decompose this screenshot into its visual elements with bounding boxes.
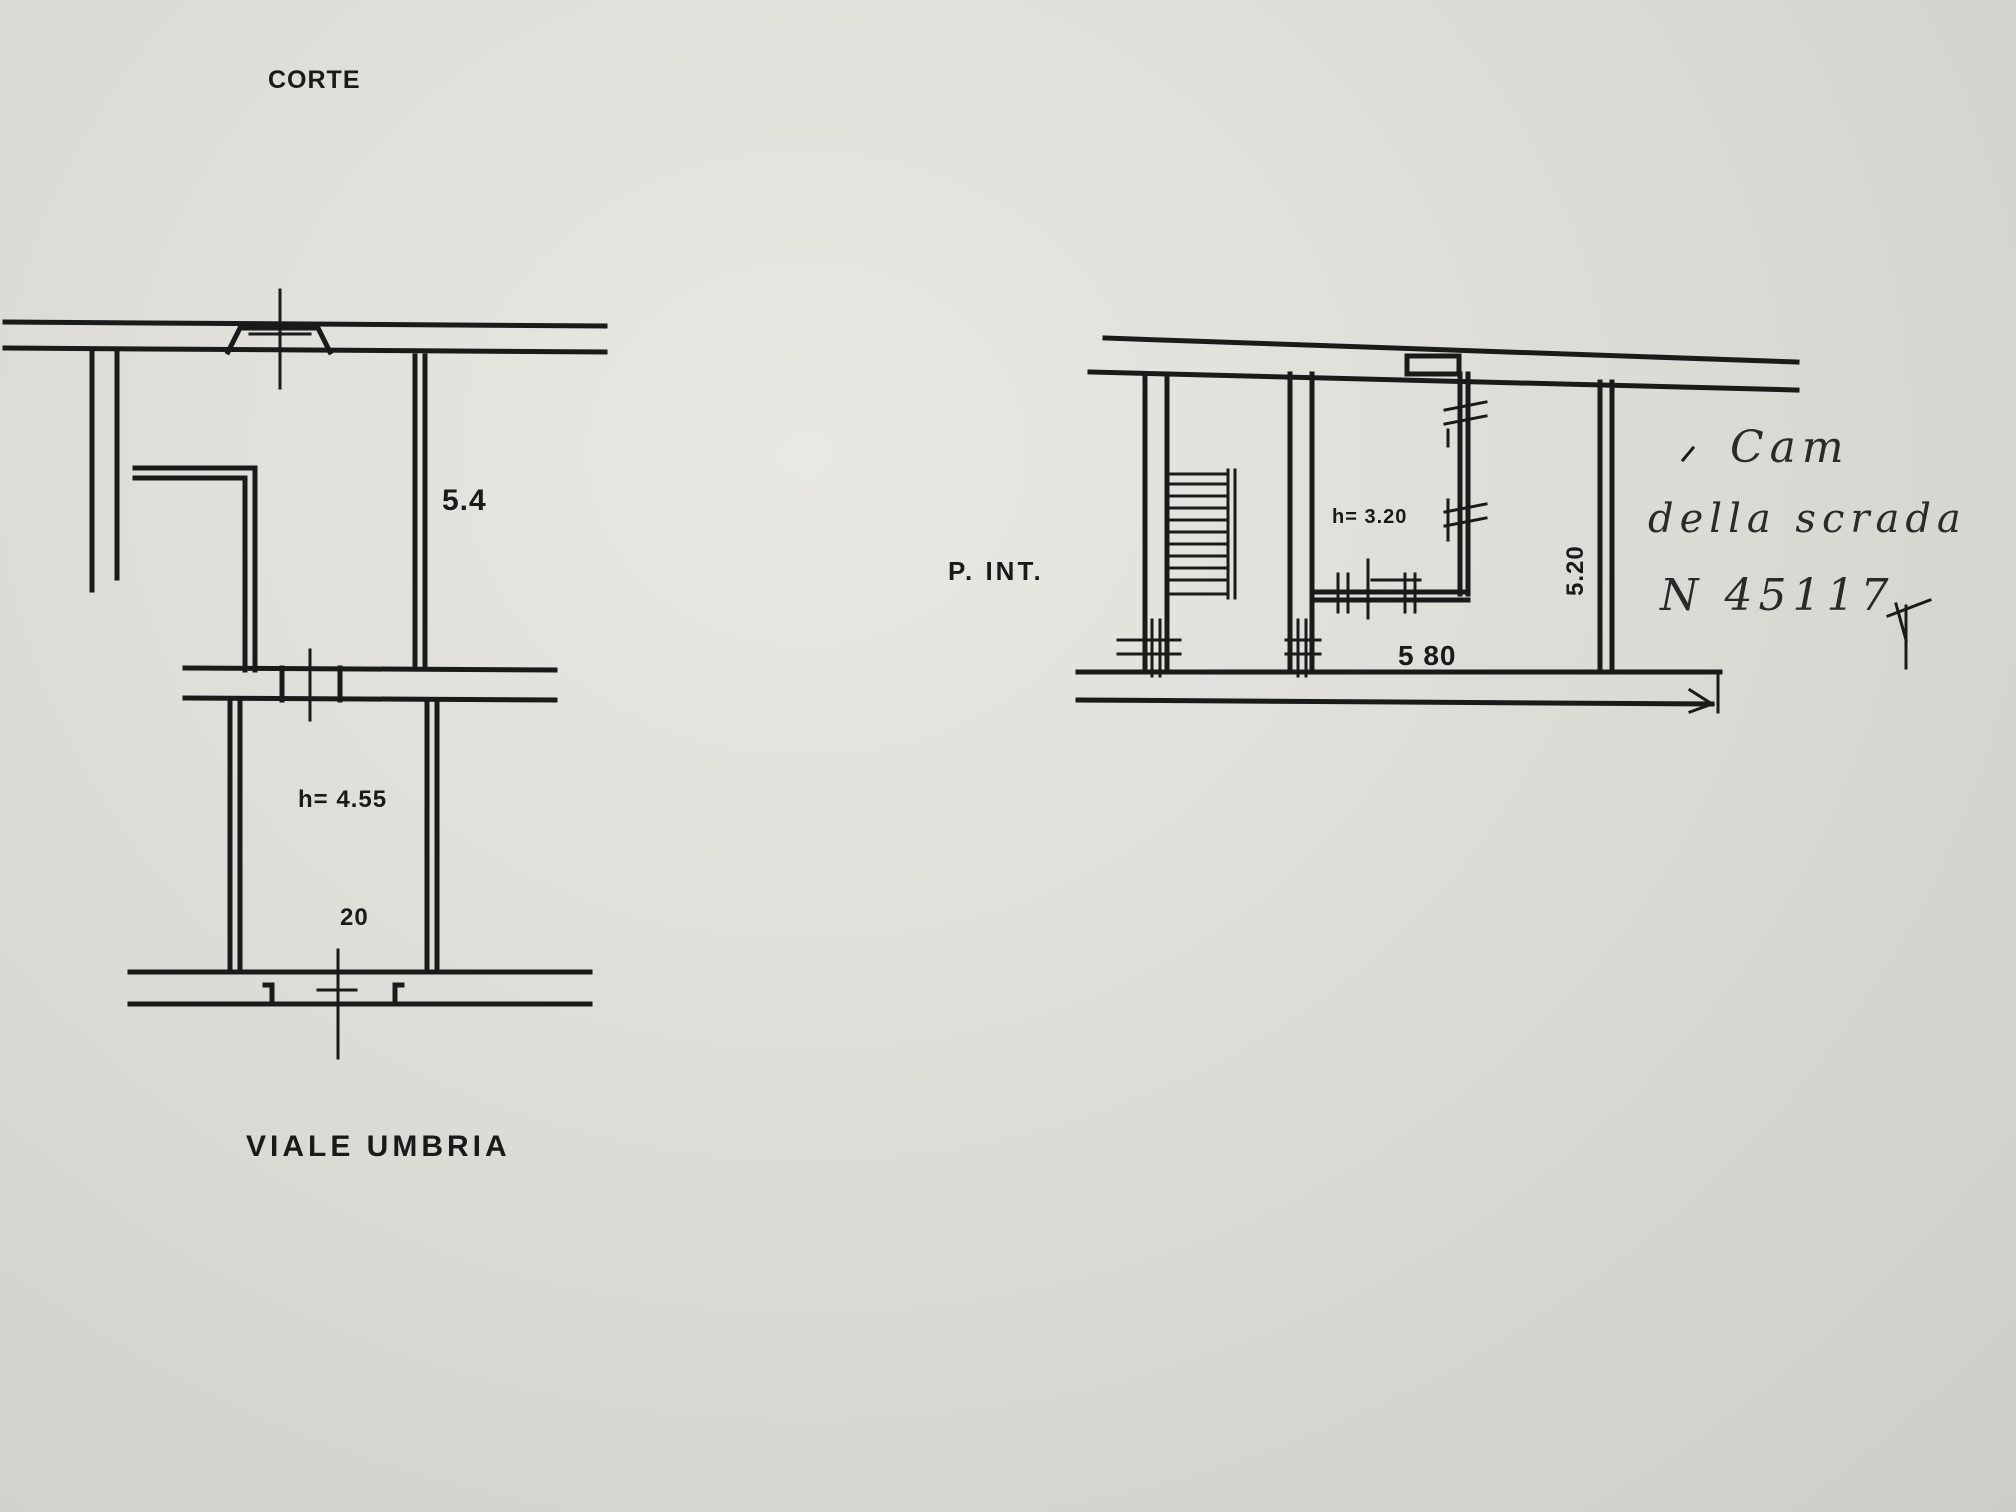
- left-bottom-door-r: [392, 982, 405, 1007]
- handwritten-line-1: Cam: [1730, 422, 1850, 473]
- floor-label: P. INT.: [948, 556, 1044, 586]
- right-top-box: [1404, 353, 1462, 377]
- right-base-marks: [1116, 618, 1322, 678]
- handwriting-strokes: [1680, 445, 1932, 670]
- left-lower-height-label: h= 4.55: [298, 786, 388, 813]
- left-top-wall-inner: [2, 345, 608, 355]
- left-mid-wall-bottom: [182, 695, 558, 703]
- handwritten-line-2: della scrada: [1648, 496, 1967, 542]
- left-inner-l-outer: [132, 465, 258, 673]
- right-depth-label: 5.20: [1562, 545, 1589, 596]
- right-bottom-arrow: [1687, 687, 1716, 714]
- right-plan: [1075, 335, 1932, 714]
- right-stair: [1168, 468, 1237, 600]
- handwritten-line-3: N 45117: [1660, 570, 1895, 621]
- left-bottom-door-l: [262, 982, 275, 1007]
- right-top-line-1: [1102, 335, 1800, 365]
- left-mid-wall-top: [182, 665, 558, 673]
- left-upper-depth-label: 5.4: [442, 484, 487, 517]
- right-floor-marks: [1336, 558, 1422, 620]
- right-top-line-2: [1087, 369, 1800, 393]
- left-plan: [2, 288, 608, 1060]
- right-bottom-line-2: [1075, 697, 1715, 707]
- left-inner-l-inner: [132, 475, 248, 673]
- right-room-marks: [1443, 400, 1488, 542]
- right-height-label: h= 3.20: [1332, 506, 1408, 528]
- street-label: VIALE UMBRIA: [246, 1130, 511, 1163]
- right-width-label: 5 80: [1398, 640, 1457, 671]
- courtyard-label: CORTE: [268, 66, 361, 94]
- left-lower-width-label: 20: [340, 904, 369, 931]
- left-top-wall-outer: [2, 319, 608, 329]
